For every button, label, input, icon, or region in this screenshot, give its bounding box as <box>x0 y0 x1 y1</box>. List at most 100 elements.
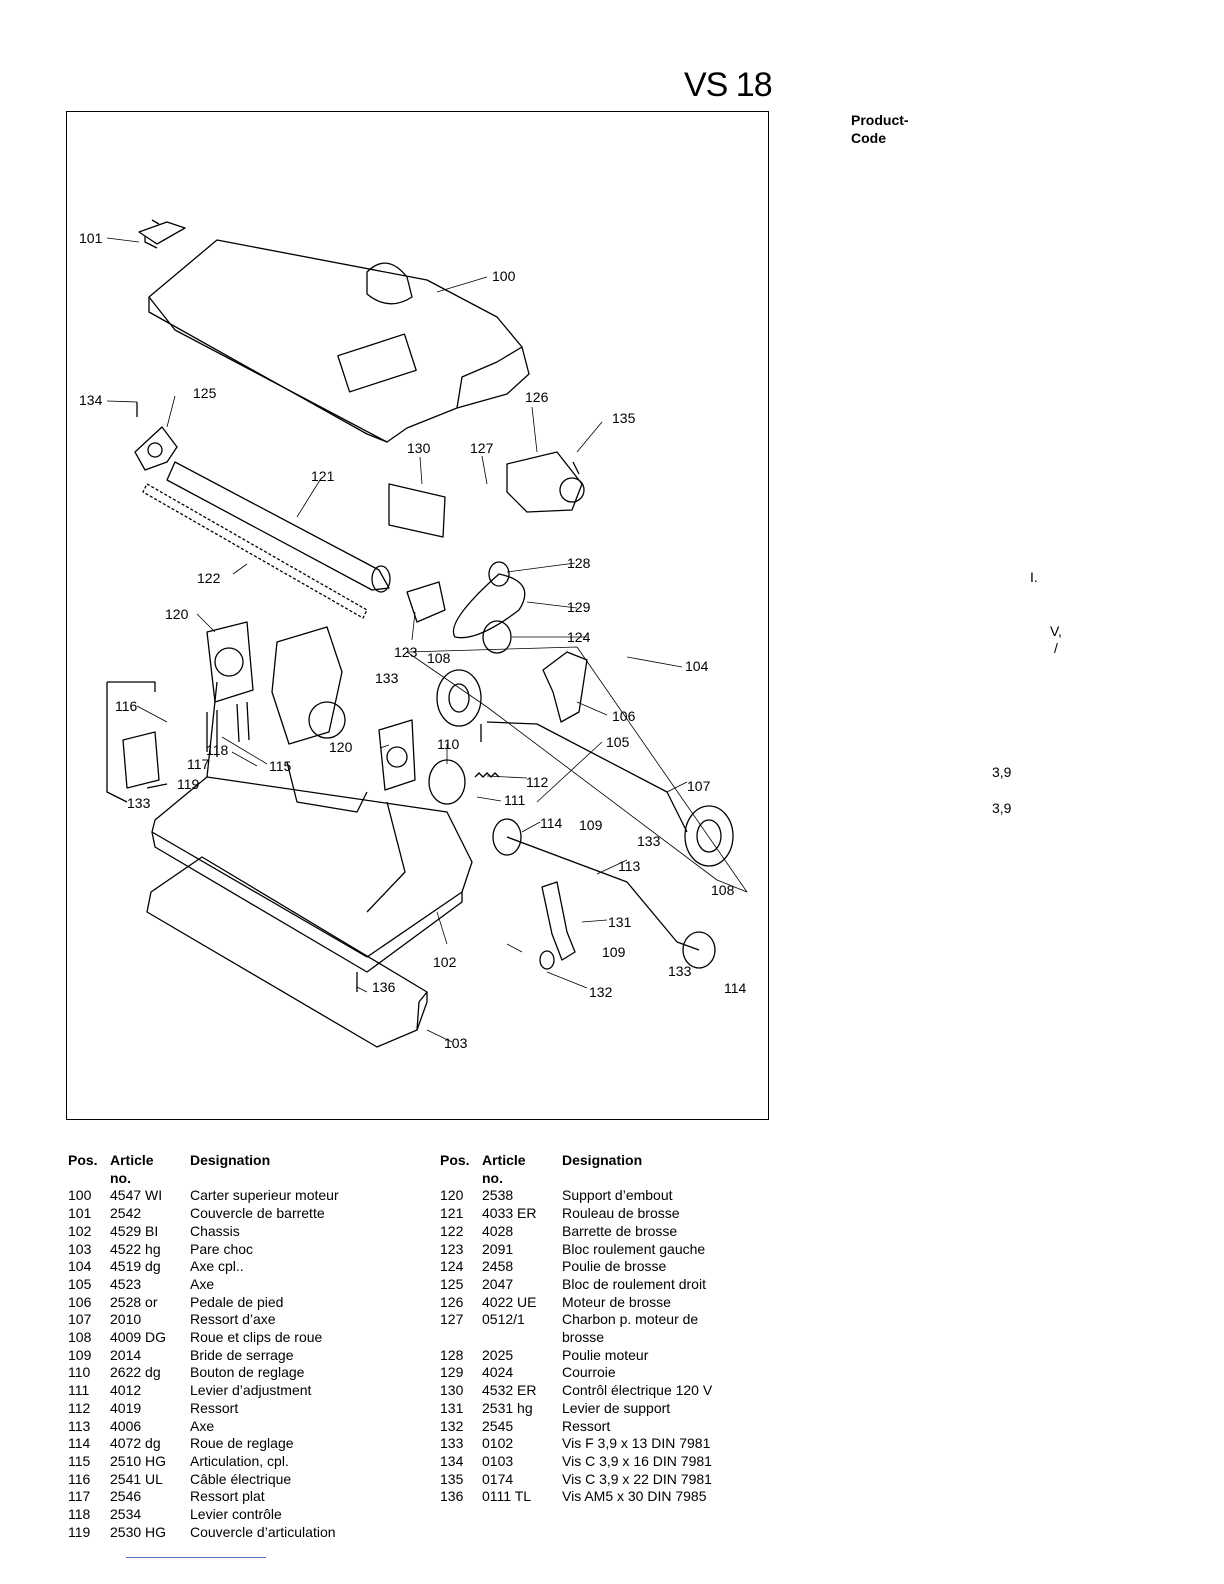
top-cover-shape <box>148 239 530 443</box>
cell-designation: Moteur de brosse <box>562 1293 671 1310</box>
cell-designation: Carter superieur moteur <box>190 1187 339 1204</box>
cell-designation: Axe <box>190 1275 215 1292</box>
brush-motor-shape <box>506 451 583 513</box>
callout-label: 121 <box>311 468 335 484</box>
cell-designation: Chassis <box>190 1222 240 1239</box>
callout-label: 120 <box>165 606 189 622</box>
chassis-inner <box>206 681 406 913</box>
exploded-view-diagram: 100 101 102 103 104 105 106 107 108 108 … <box>66 111 769 1120</box>
top-cover-hump <box>366 262 413 305</box>
cell-pos <box>440 1329 482 1347</box>
callout-label: 122 <box>197 570 221 586</box>
callout-label: 112 <box>526 774 549 790</box>
cell-designation: Articulation, cpl. <box>190 1452 289 1469</box>
cell-pos: 117 <box>68 1488 91 1505</box>
cell-designation: Bloc roulement gauche <box>562 1240 706 1257</box>
callout-label: 106 <box>612 708 636 724</box>
cell-article: 2014 <box>110 1346 142 1363</box>
cell-article: 2541 UL <box>110 1470 163 1487</box>
cell-designation: Pedale de pied <box>190 1293 284 1310</box>
cell-article: 4012 <box>110 1382 142 1399</box>
cell-article: 2510 HG <box>110 1452 167 1469</box>
axle-shape <box>486 721 688 833</box>
cell-pos: 122 <box>440 1222 464 1239</box>
cell-article: 4522 hg <box>110 1240 161 1257</box>
cell-pos: 124 <box>440 1258 464 1275</box>
adjust-knob-shape <box>428 759 466 805</box>
model-title: VS 18 <box>684 66 773 104</box>
foot-pedal-shape <box>542 651 588 723</box>
cell-designation: Axe cpl.. <box>190 1258 244 1275</box>
nozzle-support-hole <box>386 746 408 768</box>
top-cover-label-plate <box>337 333 417 393</box>
cell-pos: 134 <box>440 1452 464 1469</box>
cell-article: 4072 dg <box>110 1435 161 1452</box>
cell-article: 4519 dg <box>110 1258 161 1275</box>
cell-pos: 120 <box>440 1187 464 1204</box>
stray-mark: / <box>1054 640 1058 656</box>
cell-article: 0512/1 <box>482 1311 525 1328</box>
cell-article: 2530 HG <box>110 1523 167 1540</box>
spring-shape <box>474 772 500 778</box>
cell-pos: 107 <box>68 1311 92 1328</box>
callout-label: 108 <box>711 882 735 898</box>
cell-pos: 127 <box>440 1311 464 1328</box>
nozzle-support-hole <box>214 647 244 677</box>
cell-article: 4532 ER <box>482 1382 537 1399</box>
cell-article: 2458 <box>482 1258 514 1275</box>
callout-label: 108 <box>427 650 451 666</box>
wheel-hub <box>696 819 722 853</box>
cell-article: 2025 <box>482 1346 514 1363</box>
cell-article: 0103 <box>482 1452 514 1469</box>
cell-article: 2531 hg <box>482 1399 533 1416</box>
callout-label: 119 <box>177 776 200 792</box>
callout-label: 128 <box>567 555 591 571</box>
cell-designation: Bloc de roulement droit <box>562 1275 706 1292</box>
cell-article: 2534 <box>110 1506 142 1523</box>
stray-mark: I. <box>1030 569 1038 585</box>
cell-pos: 113 <box>68 1417 91 1434</box>
cell-article: 2545 <box>482 1417 514 1434</box>
product-code-line-2: Code <box>851 130 886 146</box>
cell-pos: 100 <box>68 1187 92 1204</box>
callout-label: 104 <box>685 658 709 674</box>
footer-rule <box>126 1557 266 1558</box>
callout-label: 132 <box>589 984 613 1000</box>
header-designation: Designation <box>190 1152 271 1168</box>
cell-article: 2047 <box>482 1275 514 1292</box>
cell-designation: Vis F 3,9 x 13 DIN 7981 <box>562 1435 711 1452</box>
bumper-end <box>416 992 428 1031</box>
callout-label: 113 <box>618 858 641 874</box>
cell-article: 0111 TL <box>482 1488 532 1505</box>
top-cover-end <box>456 346 523 409</box>
cable-bracket-frame <box>106 681 156 803</box>
stray-mark: 3,9 <box>992 764 1012 780</box>
cell-pos: 110 <box>68 1364 91 1381</box>
motor-pulley <box>488 561 510 587</box>
callout-label: 124 <box>567 629 591 645</box>
cell-designation: Vis C 3,9 x 22 DIN 7981 <box>562 1470 712 1487</box>
cell-pos: 132 <box>440 1417 464 1434</box>
product-code-line-1: Product- <box>851 112 909 128</box>
chassis-shape <box>151 776 473 958</box>
cell-designation: Levier contrôle <box>190 1506 282 1523</box>
callout-label: 133 <box>375 670 399 686</box>
cell-designation: Roue et clips de roue <box>190 1329 323 1346</box>
callout-label: 101 <box>79 230 103 246</box>
cell-article: 2546 <box>110 1488 142 1505</box>
cell-designation: Ressort <box>190 1399 239 1416</box>
